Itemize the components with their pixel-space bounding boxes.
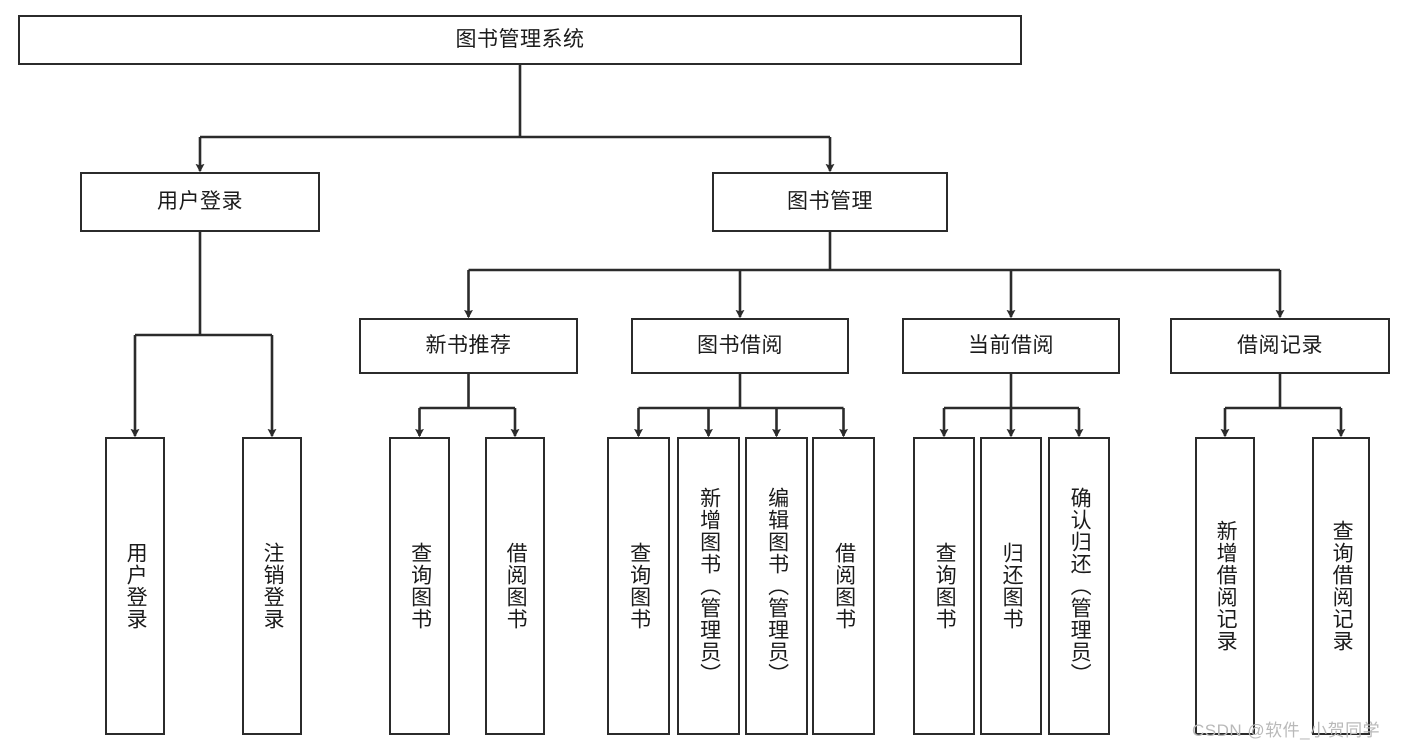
node-l-borrow1[interactable]: 借阅图书 [485, 437, 545, 735]
node-label: 用户登录 [124, 542, 148, 630]
node-label: 注销登录 [261, 542, 285, 630]
node-l-login[interactable]: 用户登录 [105, 437, 165, 735]
node-bookmgmt[interactable]: 图书管理 [712, 172, 948, 232]
node-l-query2[interactable]: 查询图书 [607, 437, 670, 735]
node-label: 编辑图书（管理员） [765, 487, 789, 685]
node-login[interactable]: 用户登录 [80, 172, 320, 232]
node-l-query1[interactable]: 查询图书 [389, 437, 450, 735]
node-borrow[interactable]: 图书借阅 [631, 318, 849, 374]
node-l-logout[interactable]: 注销登录 [242, 437, 302, 735]
node-l-addrec[interactable]: 新增借阅记录 [1195, 437, 1255, 735]
node-label: 确认归还（管理员） [1068, 487, 1092, 685]
node-label: 查询图书 [408, 542, 432, 630]
node-label: 借阅图书 [504, 542, 528, 630]
node-label: 借阅记录 [1237, 334, 1323, 358]
node-newbook[interactable]: 新书推荐 [359, 318, 578, 374]
node-l-edit[interactable]: 编辑图书（管理员） [745, 437, 808, 735]
node-l-borrow2[interactable]: 借阅图书 [812, 437, 875, 735]
watermark: CSDN @软件_小贺同学 [1192, 721, 1381, 740]
node-label: 图书管理系统 [455, 28, 585, 52]
node-label: 图书管理 [787, 190, 873, 214]
node-root[interactable]: 图书管理系统 [18, 15, 1022, 65]
node-label: 用户登录 [157, 190, 243, 214]
node-label: 新增图书（管理员） [697, 487, 721, 685]
node-label: 归还图书 [1000, 542, 1024, 630]
node-l-add[interactable]: 新增图书（管理员） [677, 437, 740, 735]
node-label: 查询图书 [627, 542, 651, 630]
node-label: 借阅图书 [832, 542, 856, 630]
node-label: 查询借阅记录 [1330, 520, 1354, 652]
edges [130, 65, 1346, 438]
node-label: 新增借阅记录 [1214, 520, 1238, 652]
node-records[interactable]: 借阅记录 [1170, 318, 1390, 374]
node-l-return[interactable]: 归还图书 [980, 437, 1042, 735]
node-label: 新书推荐 [425, 334, 512, 358]
node-current[interactable]: 当前借阅 [902, 318, 1120, 374]
node-l-query3[interactable]: 查询图书 [913, 437, 975, 735]
node-label: 查询图书 [933, 542, 957, 630]
node-label: 图书借阅 [697, 334, 783, 358]
node-l-queryrec[interactable]: 查询借阅记录 [1312, 437, 1370, 735]
node-label: 当前借阅 [968, 334, 1054, 358]
node-l-confirm[interactable]: 确认归还（管理员） [1048, 437, 1110, 735]
